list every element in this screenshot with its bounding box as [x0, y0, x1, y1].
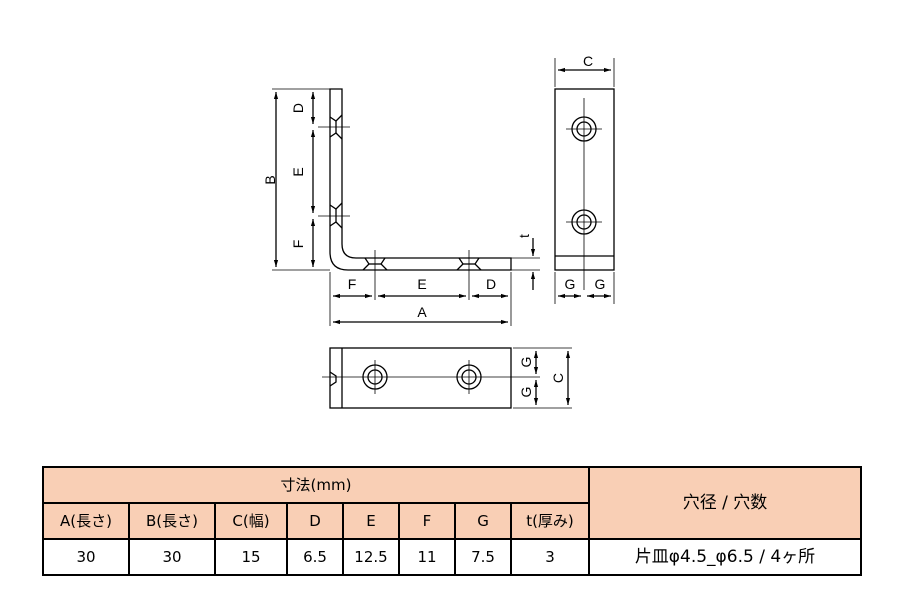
col-header-c: C(幅): [214, 502, 288, 540]
right-view-plate: [554, 88, 615, 271]
countersink-hole-lower: [329, 202, 343, 229]
dimensions-header: 寸法(mm): [42, 466, 590, 504]
l-profile-outline: [329, 88, 512, 271]
col-header-e: E: [342, 502, 400, 540]
label-c-side: C: [550, 373, 566, 383]
bottom-view-labels: G G C: [518, 357, 566, 398]
cell-f: 11: [398, 538, 456, 576]
right-view: [554, 58, 615, 304]
side-view: [272, 88, 540, 326]
bracket-drawing: B D E F t F E D A C G: [262, 53, 615, 409]
label-d-vertical: D: [290, 103, 306, 113]
col-header-b: B(長さ): [128, 502, 216, 540]
table-header-row-2: A(長さ) B(長さ) C(幅) D E F G t(厚み): [42, 502, 861, 540]
cell-c: 15: [214, 538, 288, 576]
label-e-vertical: E: [290, 167, 306, 176]
cell-d: 6.5: [286, 538, 344, 576]
label-t: t: [516, 234, 532, 238]
label-g-upper: G: [518, 357, 534, 368]
label-a: A: [417, 304, 427, 320]
cell-a: 30: [42, 538, 130, 576]
col-header-g: G: [454, 502, 512, 540]
table-row: 30 30 15 6.5 12.5 11 7.5 3 片皿φ4.5_φ6.5 /…: [42, 538, 862, 576]
cell-g: 7.5: [454, 538, 512, 576]
label-b: B: [262, 175, 278, 184]
right-view-labels: C G G: [565, 53, 606, 292]
hole-header: 穴径 / 穴数: [588, 466, 862, 540]
label-g-right: G: [595, 276, 606, 292]
label-d-horizontal: D: [486, 276, 496, 292]
col-header-t: t(厚み): [510, 502, 590, 540]
label-c-top: C: [583, 53, 593, 69]
col-header-d: D: [286, 502, 344, 540]
label-g-left: G: [565, 276, 576, 292]
bottom-view: [322, 347, 572, 409]
label-f-horizontal: F: [348, 276, 357, 292]
spec-table: 寸法(mm) 穴径 / 穴数 A(長さ) B(長さ) C(幅) D E F G …: [42, 466, 862, 576]
col-header-f: F: [398, 502, 456, 540]
side-view-labels: B D E F t F E D A: [262, 103, 532, 320]
cell-b: 30: [128, 538, 216, 576]
label-g-lower: G: [518, 387, 534, 398]
cell-t: 3: [510, 538, 590, 576]
col-header-a: A(長さ): [42, 502, 130, 540]
cell-hole: 片皿φ4.5_φ6.5 / 4ヶ所: [588, 538, 862, 576]
cell-e: 12.5: [342, 538, 400, 576]
label-f-vertical: F: [290, 240, 306, 249]
label-e-horizontal: E: [417, 276, 426, 292]
table-header-row-1: 寸法(mm) 穴径 / 穴数: [42, 466, 862, 540]
bottom-view-plate: [329, 347, 512, 409]
